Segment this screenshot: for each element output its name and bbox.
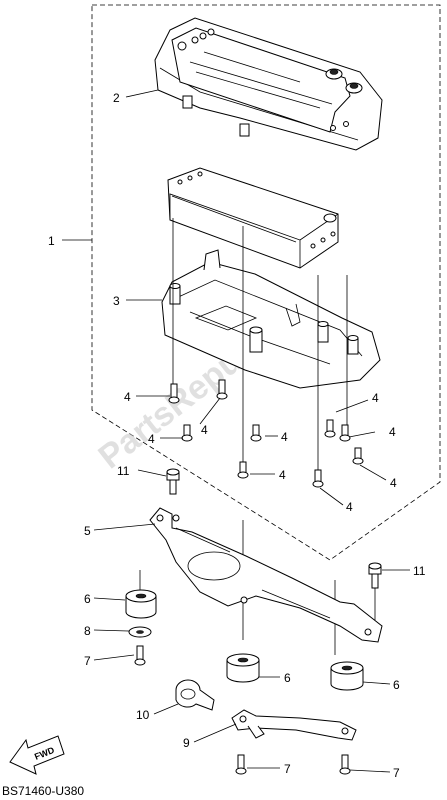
screw-7-a: [134, 645, 146, 666]
callout-4-f: 4: [372, 391, 379, 405]
clamp-part: [175, 679, 215, 711]
callout-9: 9: [183, 736, 190, 750]
screw-7-c: [339, 754, 351, 775]
screw-4-b: [216, 379, 228, 400]
bolt-11-left: [166, 468, 180, 495]
callout-4-i: 4: [346, 500, 353, 514]
screw-4-e: [237, 461, 249, 479]
callout-7-middle: 7: [284, 762, 291, 776]
callout-6-middle: 6: [284, 671, 291, 685]
callout-6-left: 6: [84, 592, 91, 606]
callout-11-right: 11: [413, 564, 426, 578]
callout-4-b: 4: [201, 423, 208, 437]
callout-4-h: 4: [390, 476, 397, 490]
washer-8: [128, 626, 152, 638]
forward-direction-arrow: FWD: [9, 735, 65, 775]
screw-4-c: [181, 424, 193, 442]
leader-lines: [62, 89, 410, 773]
callout-4-g: 4: [389, 425, 396, 439]
callout-4-c: 4: [148, 432, 155, 446]
callouts: 1 2 3 4 4 4 4 4 4 4 4 4 11 11 5 6 8 7 6 …: [48, 91, 426, 780]
callout-4-e: 4: [279, 468, 286, 482]
callout-3: 3: [113, 294, 120, 308]
callout-4-a: 4: [124, 390, 131, 404]
callout-4-d: 4: [281, 430, 288, 444]
bolt-11-right: [368, 562, 382, 589]
screw-4-d: [250, 424, 262, 442]
callout-7-right: 7: [393, 766, 400, 780]
damper-6-left: [125, 589, 157, 619]
callout-1: 1: [48, 234, 55, 248]
screw-4-i: [312, 469, 324, 488]
callout-7-left: 7: [84, 654, 91, 668]
screw-4-f: [324, 419, 336, 438]
drawing-code: BS71460-U380: [2, 784, 84, 798]
callout-2: 2: [113, 91, 120, 105]
screw-4-h: [352, 447, 364, 465]
meter-cover-part: [154, 17, 383, 151]
screw-4-a: [168, 383, 180, 404]
callout-10: 10: [136, 708, 150, 722]
callout-5: 5: [84, 524, 91, 538]
meter-case-part: [161, 249, 381, 389]
meter-unit-part: [167, 167, 339, 269]
callout-8: 8: [84, 624, 91, 638]
assembly-1-boundary: [91, 4, 441, 561]
screw-4-g: [339, 424, 351, 442]
damper-6-middle: [226, 653, 260, 683]
screw-7-b: [235, 754, 247, 775]
callout-11-left: 11: [117, 464, 130, 478]
damper-6-right: [330, 661, 364, 691]
callout-6-right: 6: [393, 678, 400, 692]
bracket-part: [149, 507, 383, 643]
stay-part: [231, 709, 357, 741]
assembly-lines: [139, 218, 376, 655]
